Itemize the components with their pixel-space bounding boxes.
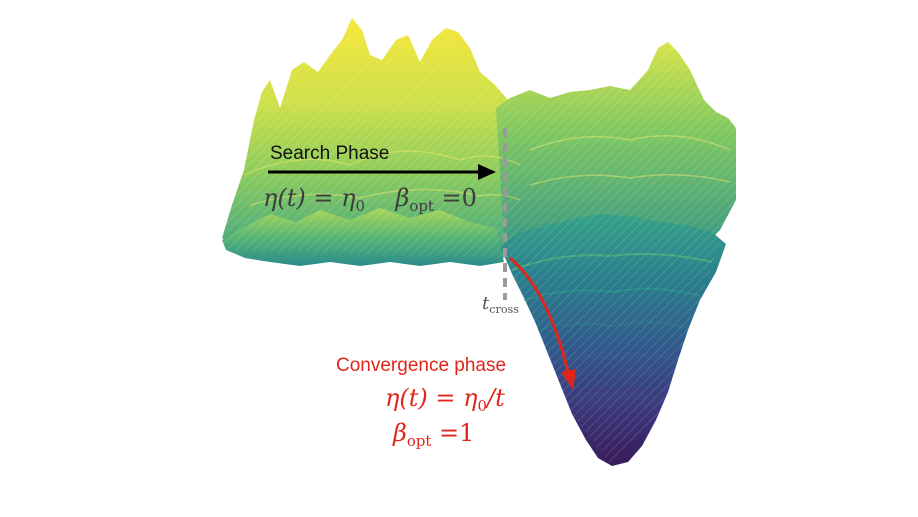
crossover-symbol: t [482,293,490,314]
search-beta-symbol: β [395,184,410,212]
search-eta-rhs-sub: 0 [355,197,365,216]
search-beta-sub: opt [409,197,434,216]
search-phase-title: Search Phase [270,143,390,164]
convergence-phase-title: Convergence phase [336,355,507,376]
convergence-phase-arrow-shaft [509,256,570,373]
surface-mesh-overlay [222,18,736,466]
conv-beta-sub: opt [406,432,432,451]
conv-eta-rhs: η [463,384,478,412]
search-phase-arrow-head [478,164,496,180]
conv-beta-symbol: β [393,419,407,447]
search-beta-value: 0 [461,184,477,212]
crossover-time-label: tcross [482,293,519,316]
convergence-beta-equation: βopt =1 [393,419,475,451]
conv-beta-value: 1 [459,419,475,447]
conv-eta-rhs-tail: /t [487,384,505,412]
convergence-phase-arrow-head [561,369,576,390]
search-phase-equation: η(t) = η0 βopt =0 [263,184,477,216]
search-eta-lhs: η(t) [263,184,306,212]
crossover-subscript: cross [489,302,519,316]
conv-eta-rhs-sub: 0 [477,397,487,416]
search-eta-rhs: η [341,184,356,212]
ridge-highlight-lines [243,135,731,206]
convergence-eta-equation: η(t) = η0/t [385,384,505,416]
conv-eta-lhs: η(t) [385,384,428,412]
